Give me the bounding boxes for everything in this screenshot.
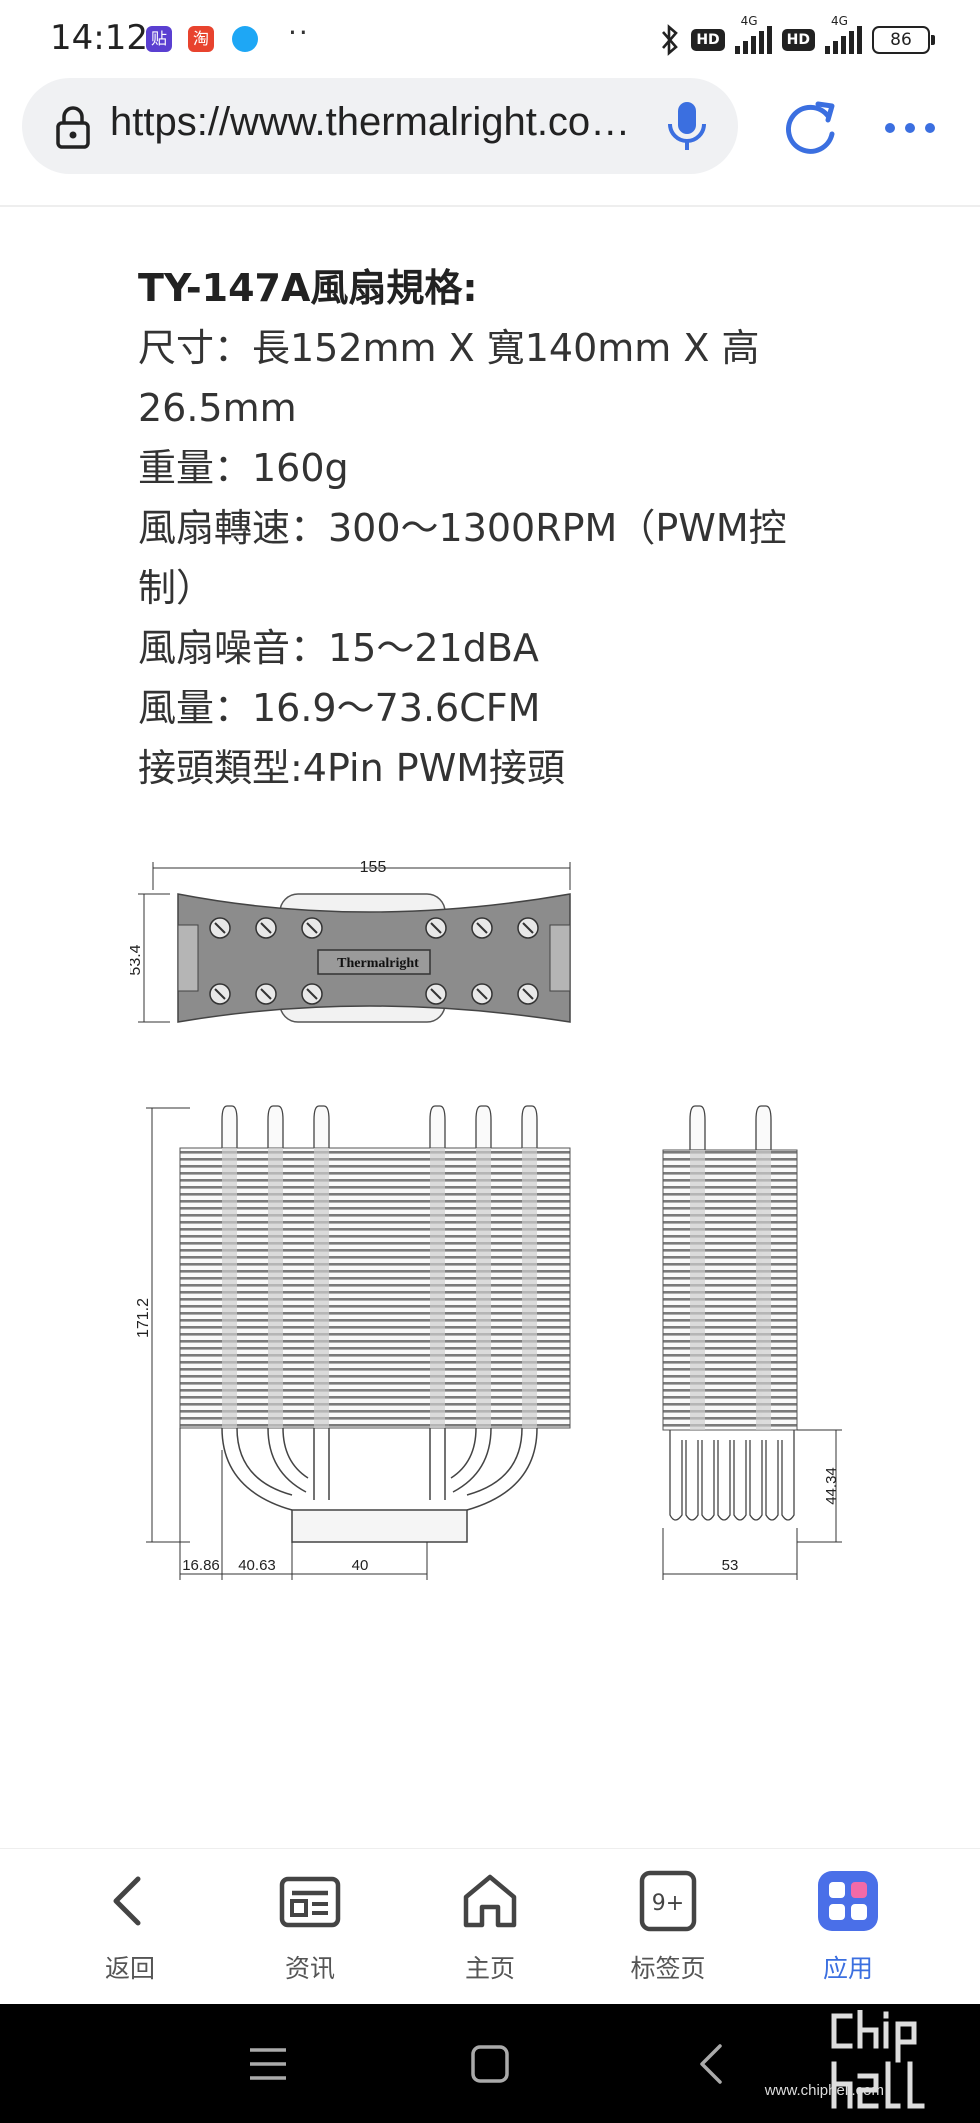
nav-apps[interactable]: 应用 bbox=[788, 1869, 908, 1985]
nav-apps-label: 应用 bbox=[822, 1954, 873, 1983]
status-right: HD 4G HD 4G 86 bbox=[659, 14, 935, 60]
menu-icon[interactable] bbox=[246, 2044, 290, 2084]
tieba-app-icon: 贴 bbox=[146, 26, 172, 52]
cooler-technical-drawing: 155 53.4 Thermalright 171.2 bbox=[130, 859, 842, 1580]
nav-back-label: 返回 bbox=[104, 1954, 155, 1983]
url-text[interactable]: https://www.thermalright.com.tw/... bbox=[110, 100, 640, 144]
address-bar[interactable]: https://www.thermalright.com.tw/... bbox=[22, 78, 738, 174]
status-time: 14:12 bbox=[50, 18, 148, 58]
back-icon bbox=[113, 1876, 141, 1926]
spec-line-speed: 風扇轉速：300～1300RPM（PWM控制） bbox=[138, 506, 787, 610]
status-bar: 14:12 贴 淘 ·· HD 4G HD 4G 86 bbox=[0, 0, 980, 76]
nav-tabs[interactable]: 9+ 标签页 bbox=[608, 1869, 728, 1985]
home-square-icon[interactable] bbox=[470, 2044, 510, 2084]
taobao-app-icon: 淘 bbox=[188, 26, 214, 52]
spec-line-airflow: 風量：16.9～73.6CFM bbox=[138, 686, 541, 730]
nav-news-label: 资讯 bbox=[284, 1954, 335, 1983]
hd-badge: HD bbox=[691, 29, 725, 51]
lock-icon bbox=[56, 106, 90, 149]
apps-icon bbox=[818, 1871, 878, 1931]
dim-53-4: 53.4 bbox=[130, 944, 144, 975]
battery-icon: 86 bbox=[872, 26, 935, 54]
side-view: 53 44.34 bbox=[662, 1105, 842, 1580]
svg-text:9+: 9+ bbox=[652, 1891, 684, 1916]
bluetooth-icon bbox=[662, 24, 679, 56]
system-nav-bar bbox=[0, 2004, 980, 2123]
nav-home-label: 主页 bbox=[464, 1954, 515, 1983]
tabs-icon: 9+ bbox=[639, 1870, 697, 1932]
nav-back[interactable]: 返回 bbox=[70, 1869, 190, 1985]
nav-news[interactable]: 资讯 bbox=[250, 1869, 370, 1985]
signal-icon-2: 4G bbox=[825, 14, 862, 54]
top-view: 155 53.4 Thermalright bbox=[130, 859, 571, 1023]
status-overflow: ·· bbox=[288, 16, 310, 49]
dim-40: 40 bbox=[352, 1557, 369, 1574]
browser-bottom-nav: 返回 资讯 主页 9+ 标签页 应用 bbox=[0, 1848, 980, 2005]
news-icon bbox=[279, 1876, 341, 1928]
home-icon bbox=[463, 1874, 517, 1928]
nav-tabs-label: 标签页 bbox=[630, 1954, 706, 1983]
spec-title: TY-147A風扇規格: bbox=[138, 266, 478, 310]
mic-icon[interactable] bbox=[662, 100, 712, 154]
signal-icon: 4G bbox=[734, 14, 772, 54]
toolbar-divider bbox=[0, 205, 980, 207]
article-content: TY-147A風扇規格: 尺寸：長152mm X 寬140mm X 高26.5m… bbox=[138, 258, 838, 798]
hd-badge-2: HD bbox=[781, 29, 815, 51]
dim-44-34: 44.34 bbox=[823, 1467, 840, 1505]
dim-40-63: 40.63 bbox=[238, 1557, 276, 1574]
dim-16-86: 16.86 bbox=[182, 1557, 220, 1574]
battery-level: 86 bbox=[890, 30, 912, 50]
spec-line-connector: 接頭類型:4Pin PWM接頭 bbox=[138, 746, 566, 790]
more-icon[interactable] bbox=[880, 110, 940, 146]
brand-logo: Thermalright bbox=[337, 956, 419, 971]
spec-line-size: 尺寸：長152mm X 寬140mm X 高26.5mm bbox=[138, 326, 760, 430]
dim-155: 155 bbox=[360, 859, 387, 876]
dim-171-2: 171.2 bbox=[135, 1298, 152, 1338]
reload-icon[interactable] bbox=[778, 96, 842, 160]
nav-home[interactable]: 主页 bbox=[430, 1869, 550, 1985]
spec-line-weight: 重量：160g bbox=[138, 446, 349, 490]
back-arrow-icon[interactable] bbox=[696, 2042, 726, 2086]
chiphell-watermark bbox=[831, 2010, 925, 2109]
bird-app-icon bbox=[232, 26, 258, 52]
spec-line-noise: 風扇噪音：15～21dBA bbox=[138, 626, 539, 670]
dim-53: 53 bbox=[722, 1557, 739, 1574]
watermark-url: www.chiphell.com bbox=[764, 2082, 884, 2099]
front-view: 171.2 16.86 40.63 40 bbox=[135, 1105, 571, 1580]
